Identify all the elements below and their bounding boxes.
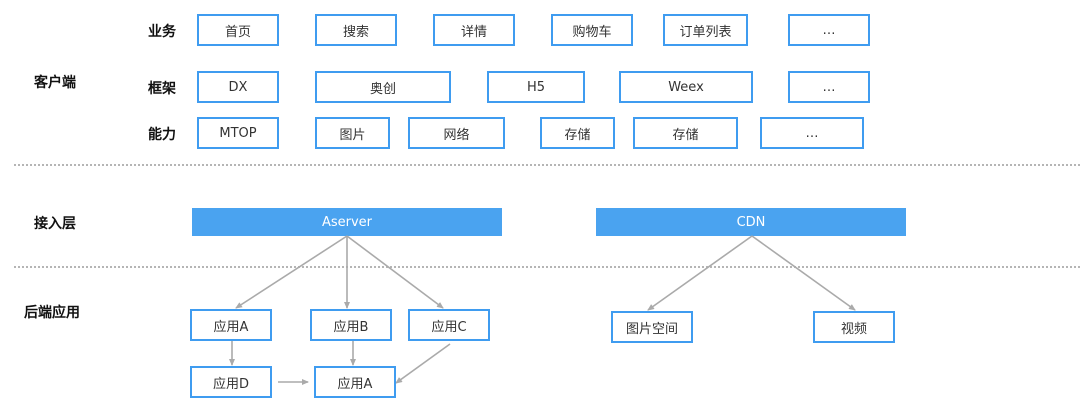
framework-item-more: … (788, 71, 870, 103)
backend-image-space: 图片空间 (611, 311, 693, 343)
framework-item-aochuang: 奥创 (315, 71, 451, 103)
arrow-aserver-to-appC (346, 235, 444, 309)
row-label-business: 业务 (148, 24, 176, 40)
capability-item-storage: 存储 (540, 117, 615, 149)
arrow-appC-to-appA2 (395, 343, 451, 384)
arrow-cdn-to-video (751, 235, 856, 311)
business-item-cart: 购物车 (551, 14, 633, 46)
capability-item-image: 图片 (315, 117, 390, 149)
arrow-aserver-to-appA (235, 235, 348, 309)
business-item-detail: 详情 (433, 14, 515, 46)
aserver-bar: Aserver (192, 208, 502, 236)
backend-layer-label: 后端应用 (24, 305, 80, 321)
backend-app-a-2: 应用A (314, 366, 396, 398)
client-layer-label: 客户端 (34, 75, 76, 91)
row-label-framework: 框架 (148, 81, 176, 97)
framework-item-weex: Weex (619, 71, 753, 103)
row-label-capability: 能力 (148, 127, 176, 143)
capability-item-mtop: MTOP (197, 117, 279, 149)
cdn-bar: CDN (596, 208, 906, 236)
capability-item-storage-2: 存储 (633, 117, 738, 149)
backend-app-c: 应用C (408, 309, 490, 341)
capability-item-more: … (760, 117, 864, 149)
divider-access-backend (14, 266, 1080, 268)
backend-app-a: 应用A (190, 309, 272, 341)
framework-item-dx: DX (197, 71, 279, 103)
backend-app-d: 应用D (190, 366, 272, 398)
capability-item-network: 网络 (408, 117, 505, 149)
business-item-more: … (788, 14, 870, 46)
business-item-order-list: 订单列表 (663, 14, 748, 46)
business-item-search: 搜索 (315, 14, 397, 46)
arrow-cdn-to-image-space (647, 235, 753, 311)
business-item-home: 首页 (197, 14, 279, 46)
access-layer-label: 接入层 (34, 216, 76, 232)
divider-client-access (14, 164, 1080, 166)
framework-item-h5: H5 (487, 71, 585, 103)
backend-video: 视频 (813, 311, 895, 343)
backend-app-b: 应用B (310, 309, 392, 341)
